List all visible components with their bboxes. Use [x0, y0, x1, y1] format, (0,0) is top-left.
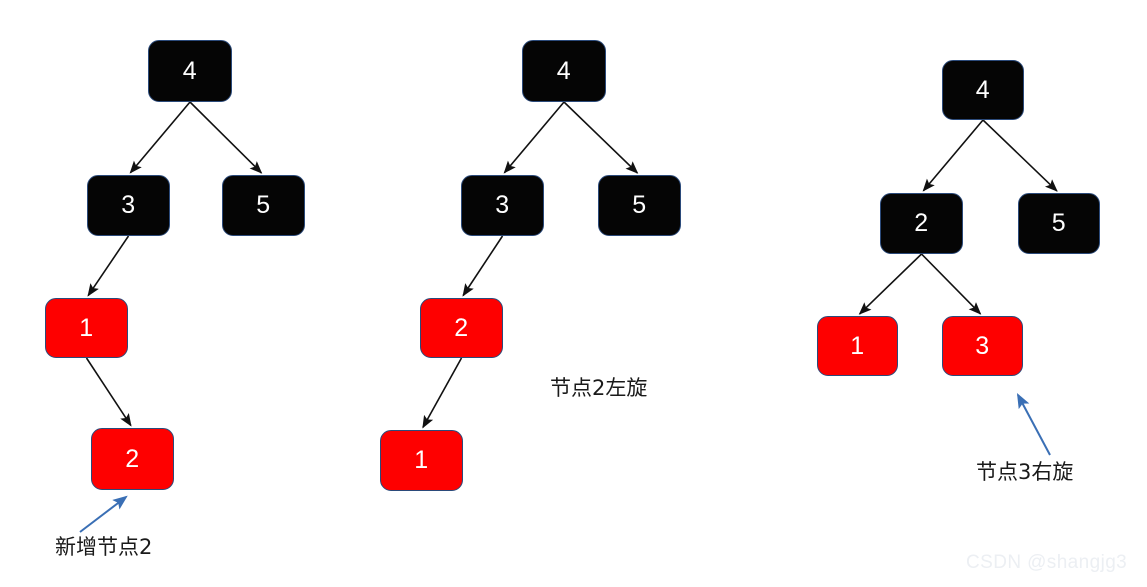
- tree-edge-4-to-5: [189, 101, 263, 174]
- tree-node-4-black: 4: [148, 40, 232, 102]
- tree-edge-4-to-2: [922, 119, 984, 192]
- tree-edge-3-to-2: [462, 235, 504, 297]
- tree-node-2-black: 2: [880, 193, 963, 254]
- csdn-watermark: CSDN @shangjg3: [966, 552, 1128, 573]
- tree-edge-4-to-5: [982, 119, 1058, 192]
- caption-panel-1: 新增节点2: [55, 535, 153, 559]
- tree-edge-1-to-2: [85, 357, 132, 427]
- tree-edge-4-to-3: [503, 101, 565, 174]
- annotation-arrow-panel-3: [1016, 393, 1051, 456]
- tree-node-3-black: 3: [461, 175, 544, 236]
- tree-edge-4-to-3: [129, 101, 191, 174]
- tree-node-4-black: 4: [522, 40, 606, 102]
- tree-edge-3-to-1: [87, 235, 130, 297]
- annotation-arrow-panel-1: [79, 495, 128, 533]
- tree-node-5-black: 5: [222, 175, 305, 236]
- tree-node-5-black: 5: [598, 175, 681, 236]
- tree-edge-2-to-3: [920, 253, 982, 315]
- tree-node-5-black: 5: [1018, 193, 1100, 254]
- tree-node-2-red: 2: [420, 298, 503, 358]
- tree-node-3-black: 3: [87, 175, 170, 236]
- tree-node-2-red: 2: [91, 428, 174, 490]
- tree-edge-2-to-1: [422, 357, 463, 429]
- annotation-arrow-group: [79, 393, 1051, 533]
- caption-panel-2: 节点2左旋: [550, 376, 648, 400]
- tree-node-3-red: 3: [942, 316, 1023, 376]
- caption-panel-3: 节点3右旋: [976, 460, 1074, 484]
- tree-node-1-red: 1: [817, 316, 898, 376]
- tree-edge-2-to-1: [858, 253, 923, 315]
- tree-edge-4-to-5: [563, 101, 639, 174]
- tree-node-1-red: 1: [45, 298, 128, 358]
- tree-node-1-red: 1: [380, 430, 463, 491]
- tree-node-4-black: 4: [942, 60, 1024, 120]
